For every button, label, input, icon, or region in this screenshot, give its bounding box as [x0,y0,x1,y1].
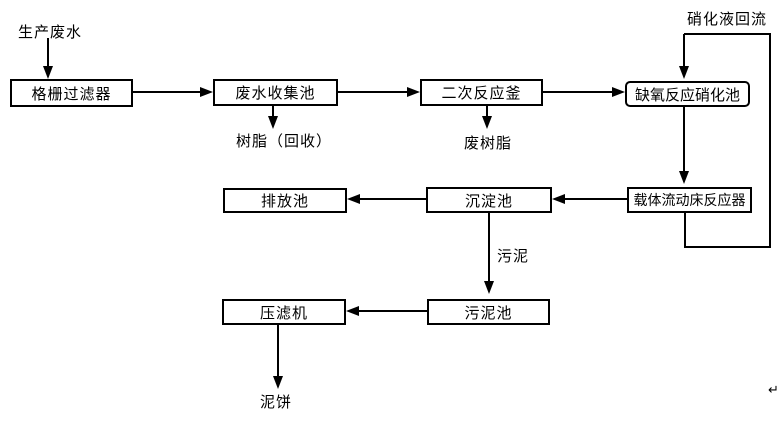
edge-collection-reactor-line [338,91,407,93]
label-influent: 生产废水 [18,24,83,41]
reflux-loop-top-line [684,33,771,35]
edge-anoxic-carrier-arrowhead [679,171,689,184]
label-nitrification-reflux: 硝化液回流 [687,11,768,28]
reflux-loop-right-line [769,33,771,248]
node-grid-filter: 格栅过滤器 [10,79,133,107]
edge-waste-resin-arrowhead [482,116,492,129]
node-discharge-pool: 排放池 [223,188,347,213]
edge-reflux-anoxic-arrowhead [679,66,689,79]
edge-resin-line [272,106,274,118]
node-carrier-reactor: 载体流动床反应器 [627,187,752,213]
edge-sludge-line [488,213,490,283]
reflux-loop-left-line [684,213,686,248]
edge-sludge-arrowhead [484,281,494,294]
label-sludge: 污泥 [497,248,530,265]
edge-influent-arrowhead [43,66,53,79]
label-mud-cake: 泥饼 [260,394,293,411]
edge-gridfilter-collection-arrowhead [200,87,213,97]
edge-gridfilter-collection-line [133,91,200,93]
paragraph-return-icon: ↵ [768,382,779,397]
edge-anoxic-carrier-line [683,107,685,173]
node-secondary-reactor: 二次反应釜 [420,79,543,106]
edge-mudcake-line [277,325,279,378]
label-waste-resin: 废树脂 [464,135,513,152]
edge-collection-reactor-arrowhead [407,87,420,97]
reflux-loop-bottom-line [684,246,771,248]
edge-reactor-anoxic-arrowhead [612,87,625,97]
edge-sludgepool-press-arrowhead [346,306,359,316]
edge-reactor-anoxic-line [543,91,612,93]
node-wastewater-pool: 废水收集池 [213,79,338,106]
edge-resin-arrowhead [268,116,278,129]
label-resin-recycle: 树脂（回收） [236,133,333,150]
edge-carrier-sediment-line [565,198,627,200]
edge-waste-resin-line [486,106,488,118]
edge-sediment-discharge-line [360,198,426,200]
edge-carrier-sediment-arrowhead [552,194,565,204]
edge-sludgepool-press-line [359,310,427,312]
node-filter-press: 压滤机 [222,299,346,325]
node-sludge-pool: 污泥池 [427,299,550,325]
edge-mudcake-arrowhead [273,376,283,389]
edge-reflux-anoxic-line [683,34,685,68]
node-anoxic-pool: 缺氧反应硝化池 [625,81,750,107]
edge-sediment-discharge-arrowhead [347,194,360,204]
edge-influent-line [47,38,49,68]
node-sedimentation-pool: 沉淀池 [426,187,552,213]
